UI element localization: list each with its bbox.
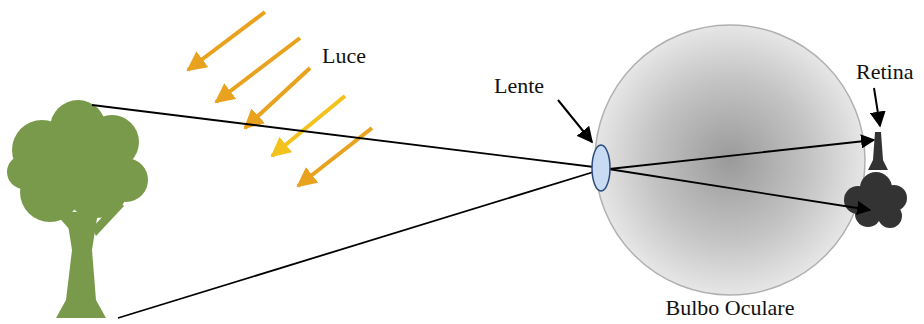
- retina-label: Retina: [856, 60, 913, 84]
- eyeball: [595, 25, 865, 295]
- image-rays: [92, 105, 874, 318]
- light-rays: [188, 12, 372, 186]
- eyeball-label: Bulbo Oculare: [666, 296, 795, 320]
- lens: [592, 145, 610, 191]
- lens-leader: [558, 100, 592, 142]
- retina-image: [844, 132, 907, 228]
- retina-leader: [874, 88, 880, 126]
- lens-label: Lente: [494, 74, 544, 98]
- tree: [7, 100, 148, 318]
- light-label: Luce: [322, 44, 366, 68]
